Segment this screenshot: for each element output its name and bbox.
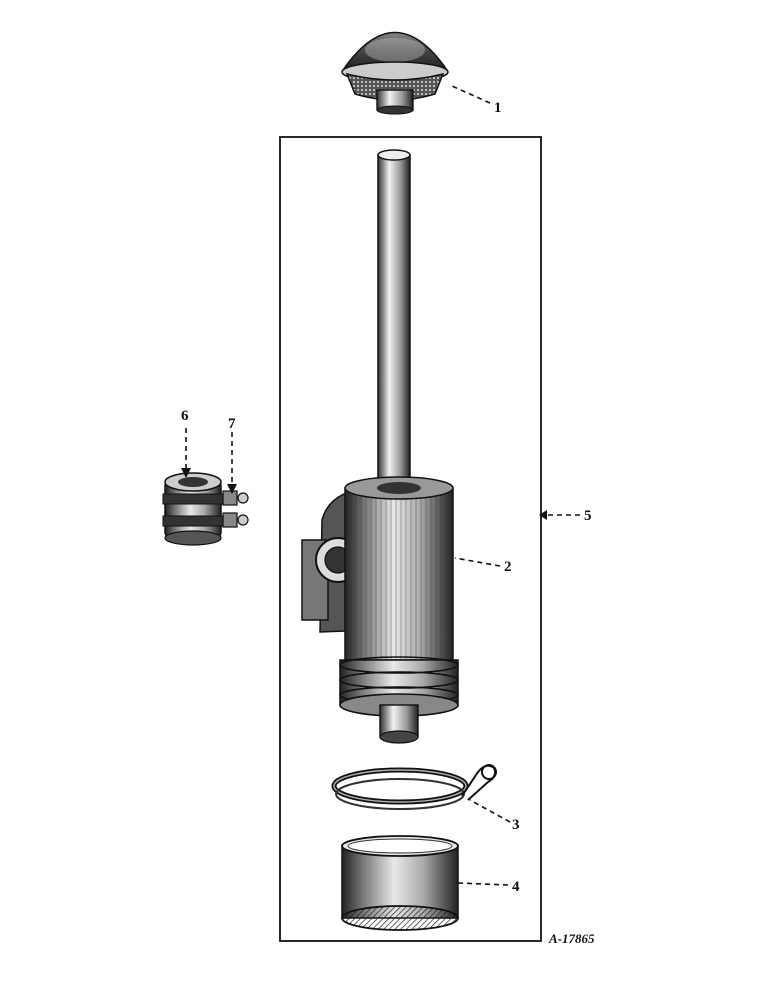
hose-clamp-screws (222, 490, 249, 528)
callout-5: 5 (584, 508, 592, 524)
callout-6: 6 (181, 408, 189, 424)
oil-cup (341, 835, 459, 931)
air-cleaner-body (301, 149, 459, 744)
air-cleaner-cap (341, 31, 449, 115)
callout-3: 3 (512, 817, 520, 833)
leader-arrow-6 (181, 468, 191, 478)
callout-4: 4 (512, 879, 520, 895)
callout-7: 7 (228, 416, 236, 432)
hose-with-clamps (162, 472, 224, 546)
reference-code: A-17865 (548, 931, 595, 946)
callout-1: 1 (494, 100, 502, 116)
leader-line-4 (457, 882, 509, 886)
leader-line-2 (454, 557, 501, 567)
callout-2: 2 (504, 559, 512, 575)
leader-arrow-5 (539, 510, 547, 520)
leader-line-3 (469, 799, 511, 823)
assembly-frame (279, 136, 542, 942)
leader-line-1 (451, 85, 491, 104)
leader-arrow-7 (227, 484, 237, 494)
clamp-ring (331, 764, 497, 810)
